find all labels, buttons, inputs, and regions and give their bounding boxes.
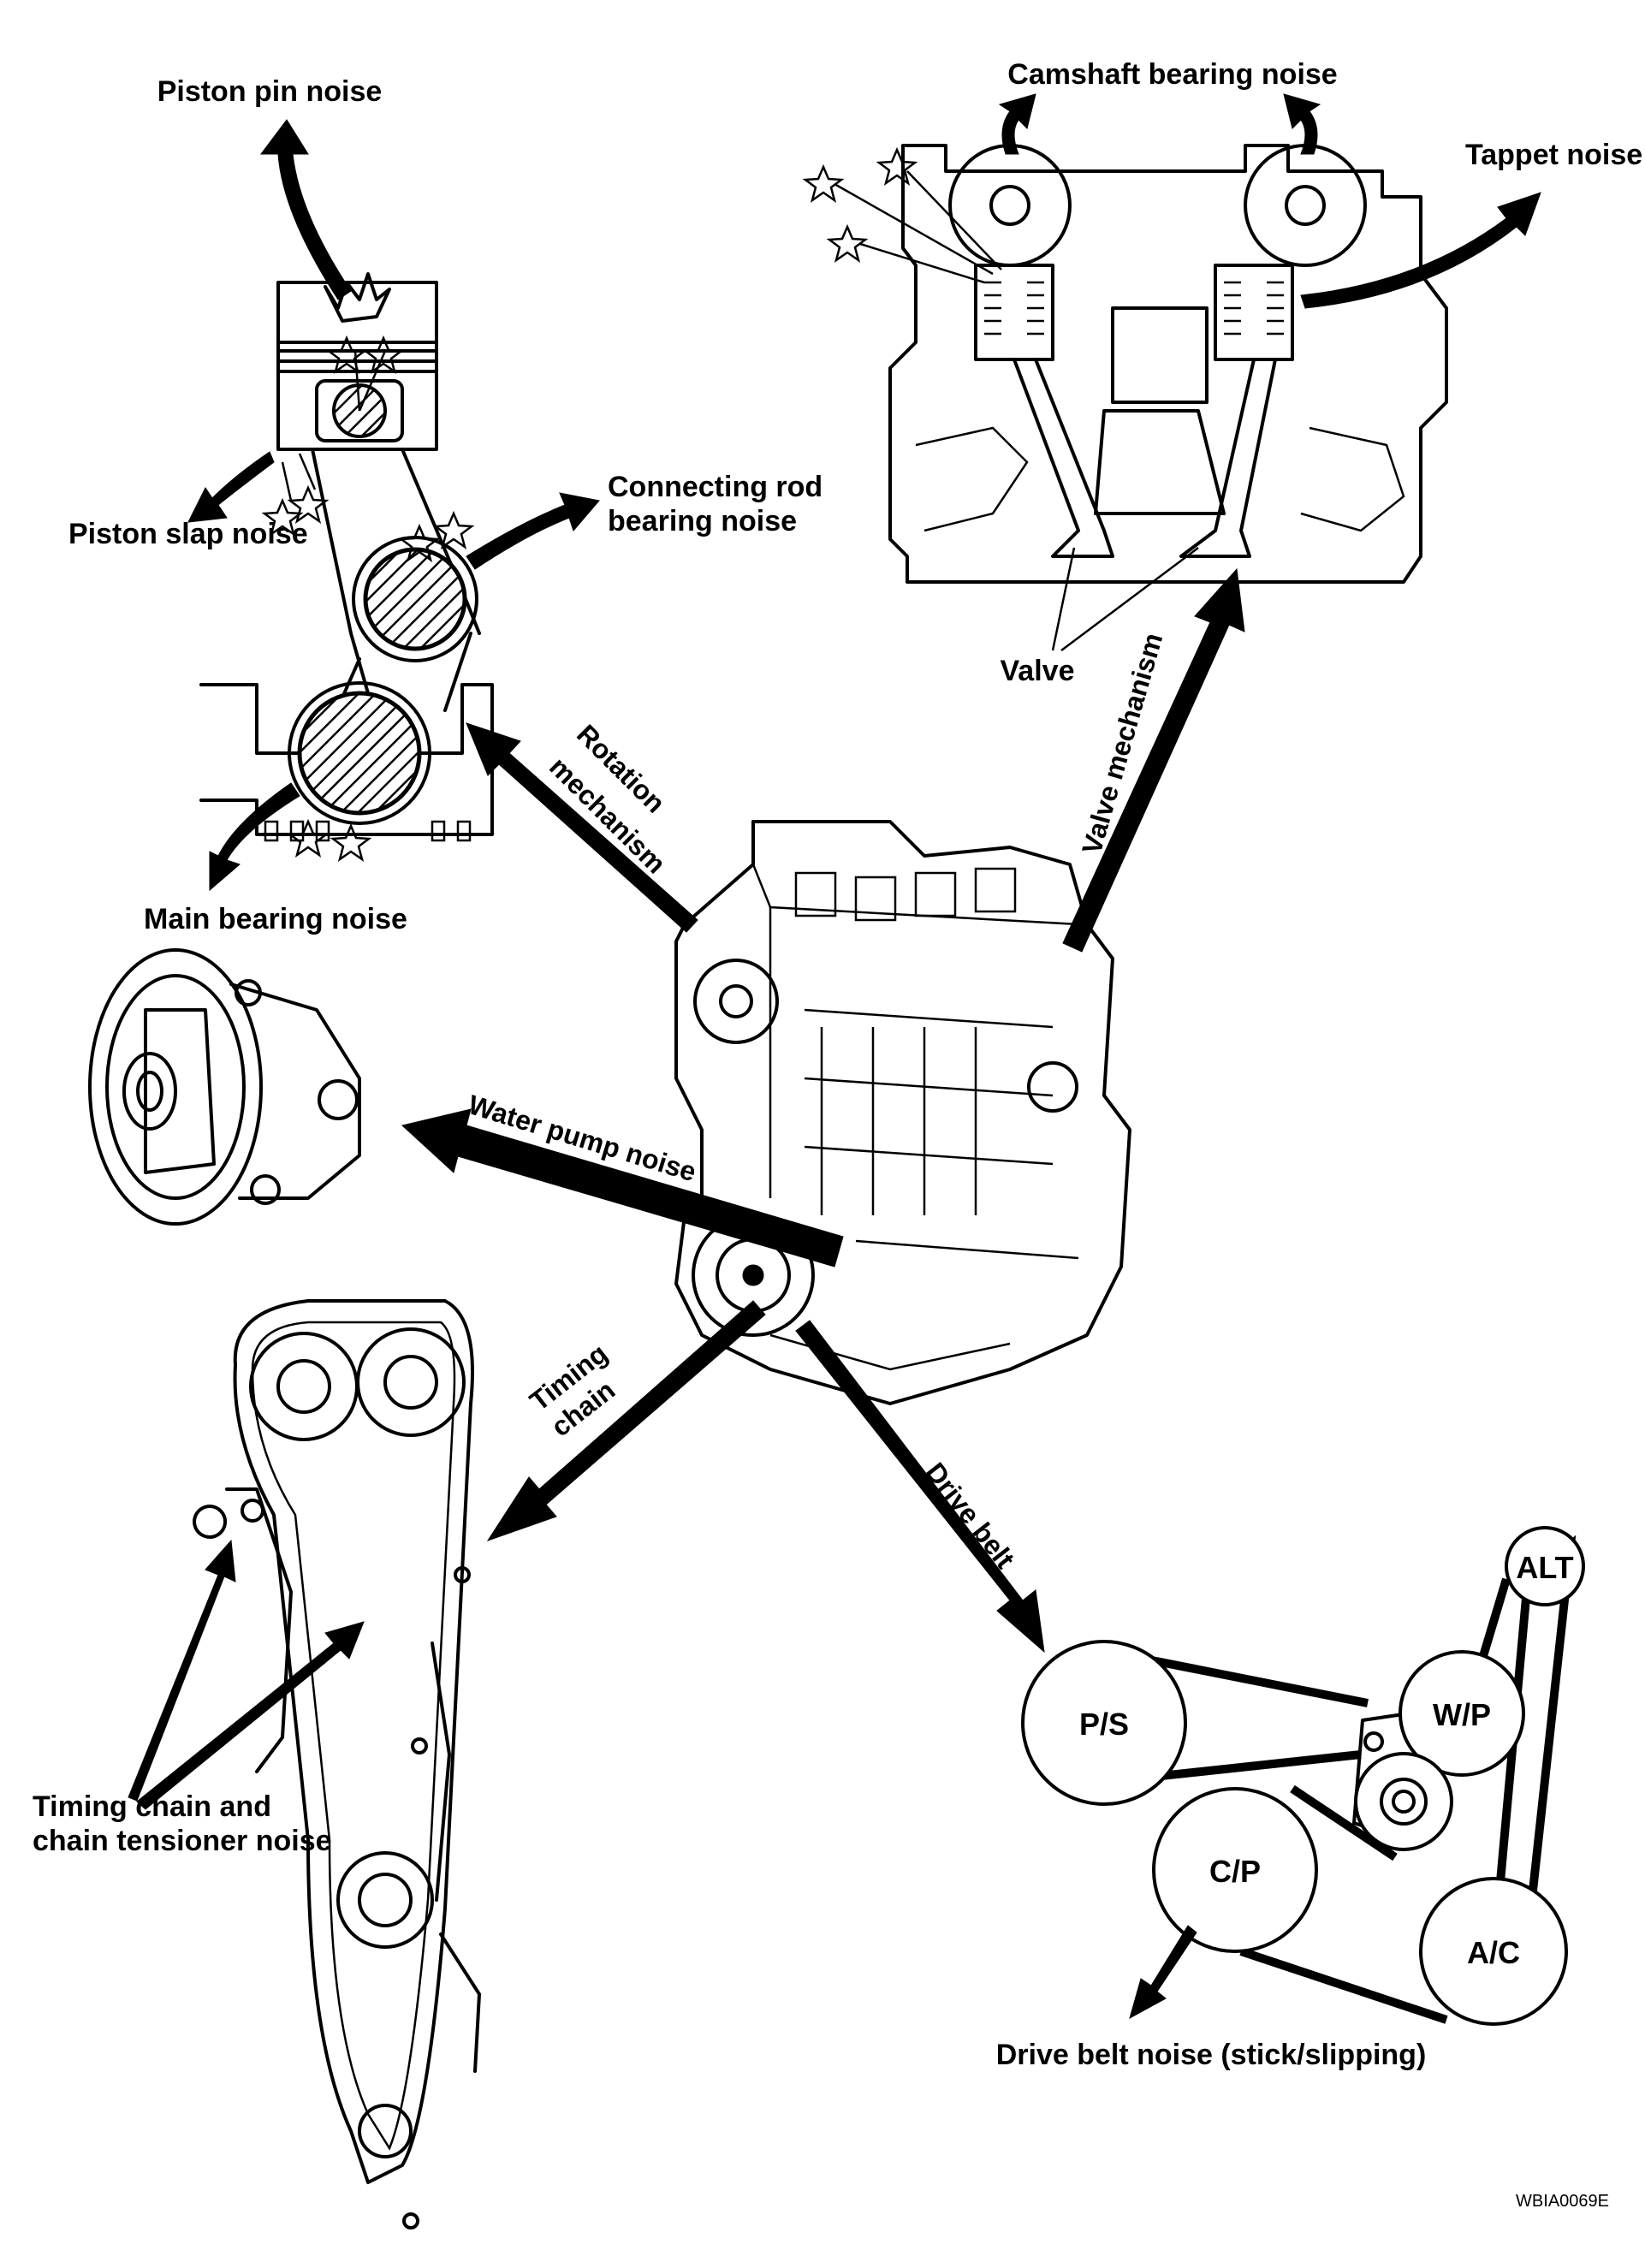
main-bearing-arrow [209,782,300,892]
piston-slap-arrow [187,451,275,523]
pulley-cp: C/P [1152,1787,1318,1953]
tensioner-arrow-upper [128,1539,236,1802]
water-pump-illustration [88,948,361,1226]
pulley-ac-label: A/C [1467,1935,1520,1970]
piston-pin-noise-label: Piston pin noise [157,75,383,108]
drive-belt-noise-label: Drive belt noise (stick/slipping) [996,2039,1427,2071]
camshaft-bearing-noise-label: Camshaft bearing noise [1007,58,1337,91]
valve-label: Valve [1001,655,1075,687]
timing-chain-arrow [486,1300,766,1541]
pulley-ac: A/C [1419,1877,1568,2026]
valve-mechanism-arrow [1062,567,1245,953]
belt-noise-arrow [1129,1925,1197,2020]
drive-belt-arrow [795,1320,1045,1654]
camshaft-arrow-right [1283,93,1321,155]
pulley-tensioner [1354,1752,1453,1851]
timing-chain-illustration [193,1299,481,2229]
tensioner-arrow-lower [136,1621,365,1810]
connecting-rod-label-line2: bearing noise [608,505,797,537]
figure-code: WBIA0069E [1516,2192,1609,2211]
water-pump-arrow [401,1108,844,1268]
pulley-ps: P/S [1021,1640,1187,1806]
piston-pin-arrow [260,119,352,300]
pulley-wp: W/P [1399,1650,1525,1777]
piston-slap-noise-label: Piston slap noise [68,518,308,550]
tappet-arrow [1300,192,1541,309]
drive-belt-label: Drive belt [919,1457,1020,1574]
main-bearing-noise-label: Main bearing noise [144,903,407,935]
pulley-wp-label: W/P [1433,1697,1491,1732]
conrod-bearing-arrow [466,492,600,570]
pulley-alt-label: ALT [1516,1550,1573,1585]
pulley-cp-label: C/P [1209,1854,1261,1889]
rotation-mechanism-arrow [466,722,698,933]
pulley-alt: ALT [1505,1526,1585,1606]
connecting-rod-label-line1: Connecting rod [608,471,822,503]
tappet-noise-label: Tappet noise [1465,139,1642,171]
pulley-ps-label: P/S [1079,1707,1129,1742]
tensioner-noise-label-line2: chain tensioner noise [33,1825,332,1857]
camshaft-arrow-left [998,93,1036,155]
piston-assembly-illustration [199,272,494,862]
cylinder-head-illustration [802,144,1448,651]
tensioner-noise-label-line1: Timing chain and [33,1790,271,1823]
